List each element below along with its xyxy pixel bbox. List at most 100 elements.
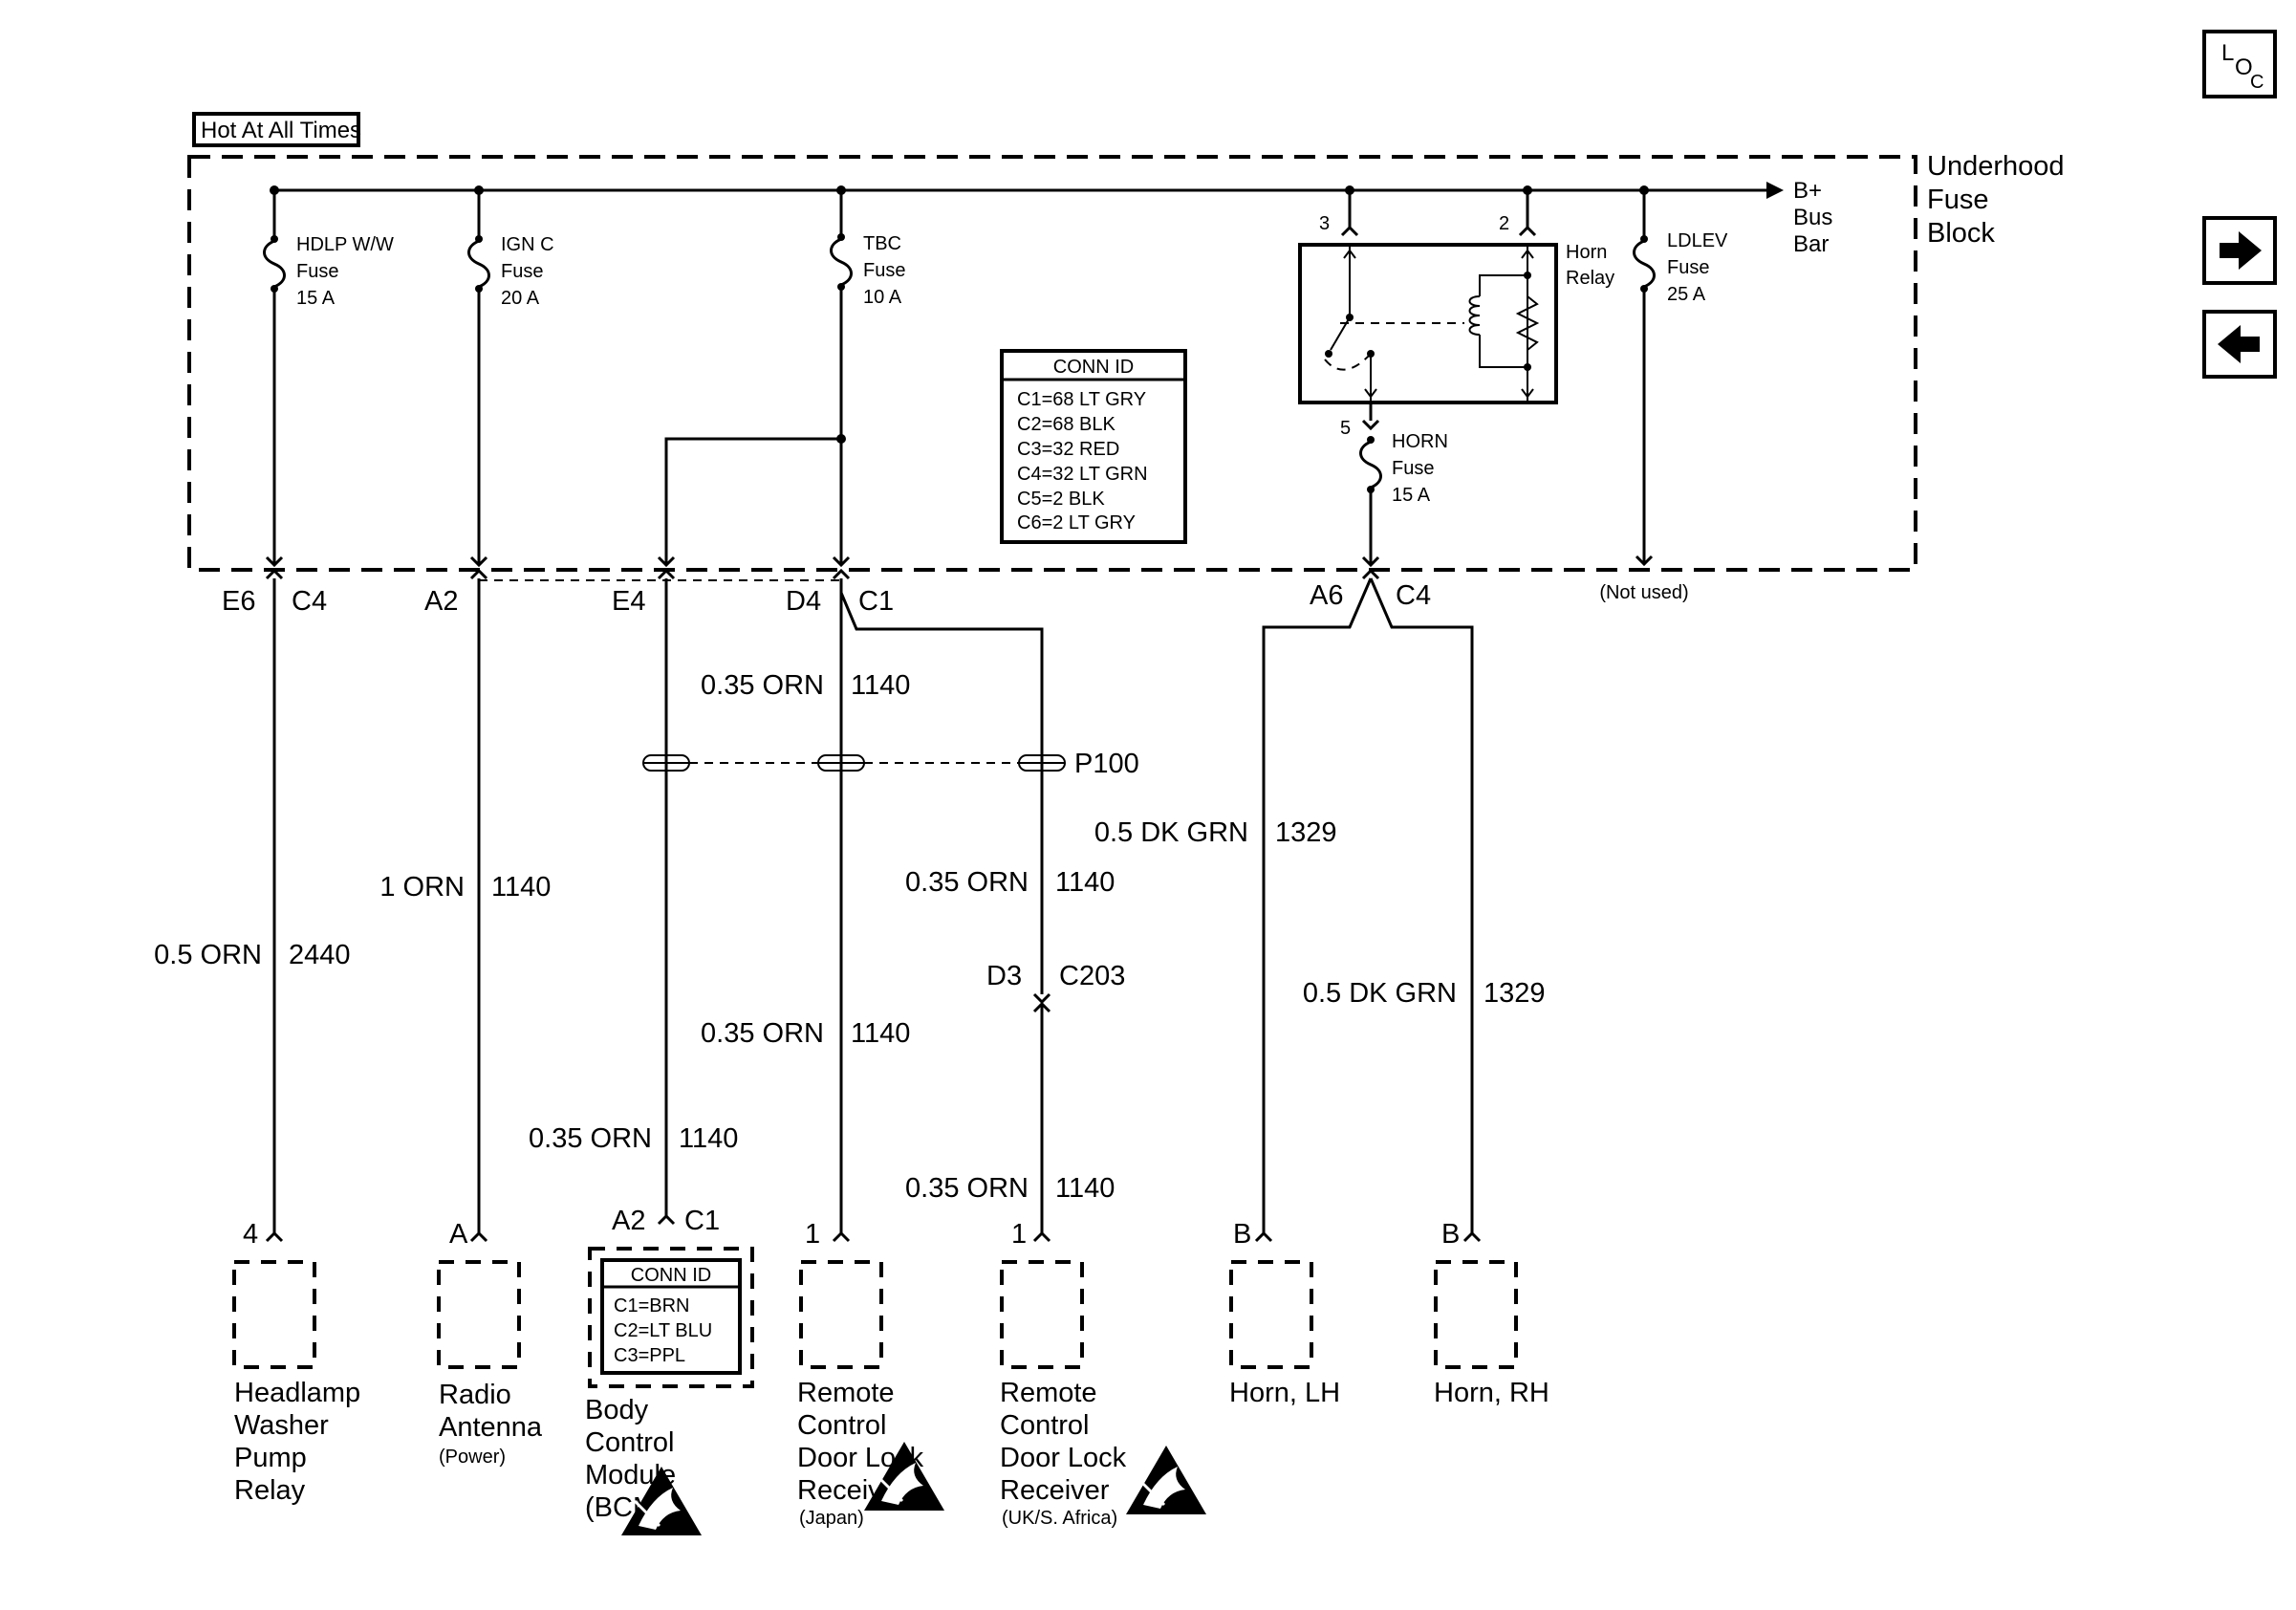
wire-label-w2: 0.5 DK GRN 1329	[1094, 817, 1337, 848]
svg-text:C3=32 RED: C3=32 RED	[1017, 439, 1119, 460]
bus-bar-arrow-icon	[1766, 182, 1784, 199]
svg-text:1: 1	[805, 1219, 820, 1250]
hot-at-all-times-label: Hot At All Times	[201, 118, 361, 143]
svg-text:0.35 ORN: 0.35 ORN	[701, 1018, 824, 1049]
arrow-left-icon	[2218, 325, 2260, 363]
wire-label-w8: 0.35 ORN 1140	[529, 1123, 738, 1154]
svg-text:Horn: Horn	[1566, 242, 1607, 263]
svg-text:HORN: HORN	[1392, 431, 1448, 452]
hot-at-all-times-box	[192, 112, 360, 147]
svg-text:C5=2 BLK: C5=2 BLK	[1017, 489, 1105, 510]
bus-bar-label: B+ Bus Bar	[1793, 178, 1832, 257]
component-horn-rh: B Horn, RH	[1434, 1219, 1549, 1408]
connector-c4-left: C4	[292, 586, 327, 617]
svg-text:IGN C: IGN C	[501, 234, 554, 255]
svg-text:1140: 1140	[679, 1123, 738, 1154]
wire-label-w5: 0.5 ORN 2440	[154, 940, 350, 970]
svg-text:Fuse: Fuse	[501, 261, 543, 282]
svg-text:1: 1	[1011, 1219, 1027, 1250]
svg-text:Remote: Remote	[1000, 1378, 1097, 1408]
relay-pin-5: 5	[1340, 418, 1351, 439]
svg-text:1140: 1140	[851, 670, 910, 701]
underhood-fuse-block-outline	[187, 155, 1917, 572]
svg-text:B: B	[1233, 1219, 1251, 1250]
svg-text:HDLP W/W: HDLP W/W	[296, 234, 394, 255]
connector-bcm-c1: C1	[684, 1206, 720, 1236]
not-used-label: (Not used)	[1599, 582, 1688, 603]
wire-runs	[272, 568, 1474, 1233]
horn-relay: 3 2 Horn Relay	[1298, 190, 1614, 404]
svg-text:0.35 ORN: 0.35 ORN	[905, 867, 1029, 898]
next-page-button[interactable]	[2202, 216, 2277, 285]
connector-e4: E4	[612, 586, 645, 617]
svg-text:C6=2 LT GRY: C6=2 LT GRY	[1017, 512, 1136, 533]
component-headlamp-washer-pump-relay: 4 Headlamp Washer Pump Relay	[232, 1219, 360, 1506]
svg-text:P100: P100	[1074, 749, 1139, 779]
fuse-symbol-icon	[263, 239, 286, 289]
connector-d3: D3	[986, 961, 1022, 991]
svg-text:0.5 DK GRN: 0.5 DK GRN	[1303, 978, 1457, 1009]
svg-text:Horn, RH: Horn, RH	[1434, 1378, 1549, 1408]
svg-text:Receiver: Receiver	[1000, 1475, 1110, 1506]
svg-text:Relay: Relay	[1566, 268, 1614, 289]
component-rcdl-receiver-uk: 1 Remote Control Door Lock Receiver (UK/…	[1000, 1219, 1127, 1529]
svg-text:C4=32 LT GRN: C4=32 LT GRN	[1017, 464, 1148, 485]
svg-text:Fuse: Fuse	[1927, 185, 1988, 215]
previous-page-button[interactable]	[2202, 310, 2277, 379]
svg-text:15 A: 15 A	[1392, 485, 1431, 506]
wire-label-w6: 0.5 DK GRN 1329	[1303, 978, 1546, 1009]
hdlp-ww-fuse: HDLP W/W Fuse 15 A	[263, 190, 394, 564]
fuse-symbol-icon	[467, 239, 490, 289]
connector-bcm-a2: A2	[612, 1206, 645, 1236]
svg-text:Headlamp: Headlamp	[234, 1378, 360, 1408]
wire-label-w3: 1 ORN 1140	[379, 872, 551, 903]
component-body-control-module: A2 C1 CONN ID C1=BRN C2=LT BLU C3=PPL Bo…	[585, 1206, 754, 1523]
svg-text:C2=68 BLK: C2=68 BLK	[1017, 414, 1116, 435]
svg-text:0.35 ORN: 0.35 ORN	[529, 1123, 652, 1154]
svg-text:B: B	[1441, 1219, 1460, 1250]
svg-text:TBC: TBC	[863, 233, 901, 254]
component-horn-lh: B Horn, LH	[1229, 1219, 1340, 1408]
svg-text:Fuse: Fuse	[296, 261, 338, 282]
connector-a6: A6	[1310, 580, 1343, 611]
loc-letter-l: L	[2221, 40, 2234, 66]
svg-text:A: A	[449, 1219, 468, 1250]
svg-text:Control: Control	[797, 1410, 887, 1441]
svg-text:0.5 DK GRN: 0.5 DK GRN	[1094, 817, 1248, 848]
connector-c1: C1	[858, 586, 894, 617]
fuse-block-connectors	[265, 555, 1380, 581]
esd-warning-icon	[864, 1442, 944, 1511]
svg-text:Horn, LH: Horn, LH	[1229, 1378, 1340, 1408]
svg-text:Fuse: Fuse	[1667, 257, 1709, 278]
svg-text:1140: 1140	[1055, 1173, 1115, 1204]
svg-text:Pump: Pump	[234, 1443, 307, 1473]
svg-text:Antenna: Antenna	[439, 1412, 543, 1443]
svg-text:Bar: Bar	[1793, 231, 1829, 257]
svg-text:Control: Control	[1000, 1410, 1090, 1441]
svg-text:Washer: Washer	[234, 1410, 329, 1441]
loc-letter-o: O	[2235, 54, 2253, 80]
loc-button[interactable]: L O C	[2202, 30, 2277, 98]
ldlev-fuse: LDLEV Fuse 25 A (Not used)	[1599, 190, 1728, 603]
svg-text:15 A: 15 A	[296, 288, 336, 309]
svg-text:Relay: Relay	[234, 1475, 306, 1506]
svg-text:Block: Block	[1927, 218, 1995, 249]
svg-text:C1=BRN: C1=BRN	[614, 1295, 689, 1316]
tbc-fuse: TBC Fuse 10 A	[664, 190, 905, 564]
svg-text:CONN ID: CONN ID	[1053, 357, 1134, 378]
connector-e6: E6	[222, 586, 255, 617]
svg-text:LDLEV: LDLEV	[1667, 230, 1728, 251]
relay-pin-2: 2	[1499, 213, 1509, 234]
svg-text:Underhood: Underhood	[1927, 151, 2065, 182]
svg-text:Fuse: Fuse	[863, 260, 905, 281]
svg-text:C2=LT BLU: C2=LT BLU	[614, 1320, 712, 1341]
component-radio-antenna: A Radio Antenna (Power)	[437, 1219, 543, 1468]
svg-text:(Japan): (Japan)	[799, 1508, 864, 1529]
svg-text:1140: 1140	[491, 872, 551, 903]
ign-c-fuse: IGN C Fuse 20 A	[467, 190, 554, 564]
svg-text:2440: 2440	[289, 940, 351, 970]
svg-text:1140: 1140	[1055, 867, 1115, 898]
fuse-symbol-icon	[1359, 440, 1382, 490]
esd-warning-icon	[621, 1467, 702, 1535]
